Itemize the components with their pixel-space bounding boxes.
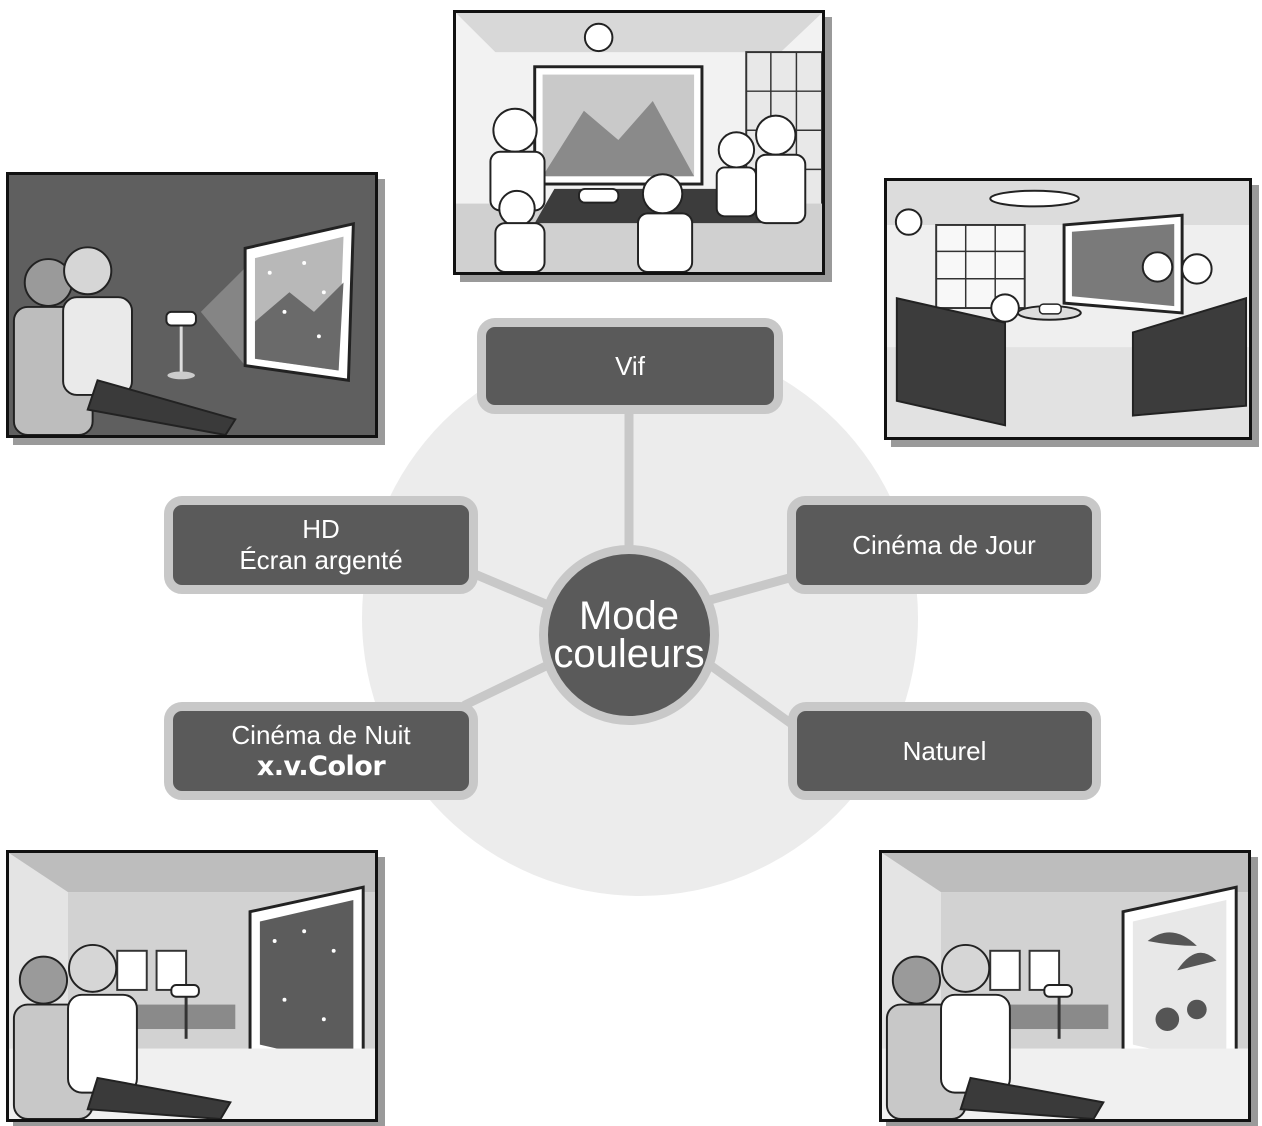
node-hd-line2: Écran argenté: [239, 545, 403, 575]
node-hd-ecran-argente: HD Écran argenté: [164, 496, 478, 594]
node-cinema-jour-label: Cinéma de Jour: [852, 529, 1036, 560]
illustration-cinema-nuit: [6, 850, 378, 1122]
connector-naturel: [705, 660, 805, 735]
connector-cinema-nuit: [460, 660, 553, 710]
illustration-cinema-jour-living-room: [884, 178, 1252, 440]
illustration-naturel: [879, 850, 1251, 1122]
connector-hd: [460, 565, 553, 610]
node-hd-line1: HD: [302, 514, 340, 544]
node-cinema-nuit: Cinéma de Nuit x.v.Color: [164, 702, 478, 800]
illustration-hd-silver-screen: [6, 172, 378, 438]
center-line1: Mode: [578, 594, 680, 638]
node-vif: Vif: [477, 318, 783, 414]
node-vif-label: Vif: [615, 350, 645, 381]
connector-cinema-jour: [705, 570, 805, 605]
node-cinema-nuit-label: Cinéma de Nuit: [231, 720, 411, 750]
center-line2: couleurs: [553, 632, 705, 676]
node-cinema-jour: Cinéma de Jour: [787, 496, 1101, 594]
center-mode-couleurs: Mode couleurs: [539, 545, 719, 725]
illustration-vif-family-room: [453, 10, 825, 275]
node-naturel-label: Naturel: [902, 735, 987, 766]
xvcolor-logo: x.v.Color: [256, 751, 386, 782]
node-naturel: Naturel: [788, 702, 1101, 800]
